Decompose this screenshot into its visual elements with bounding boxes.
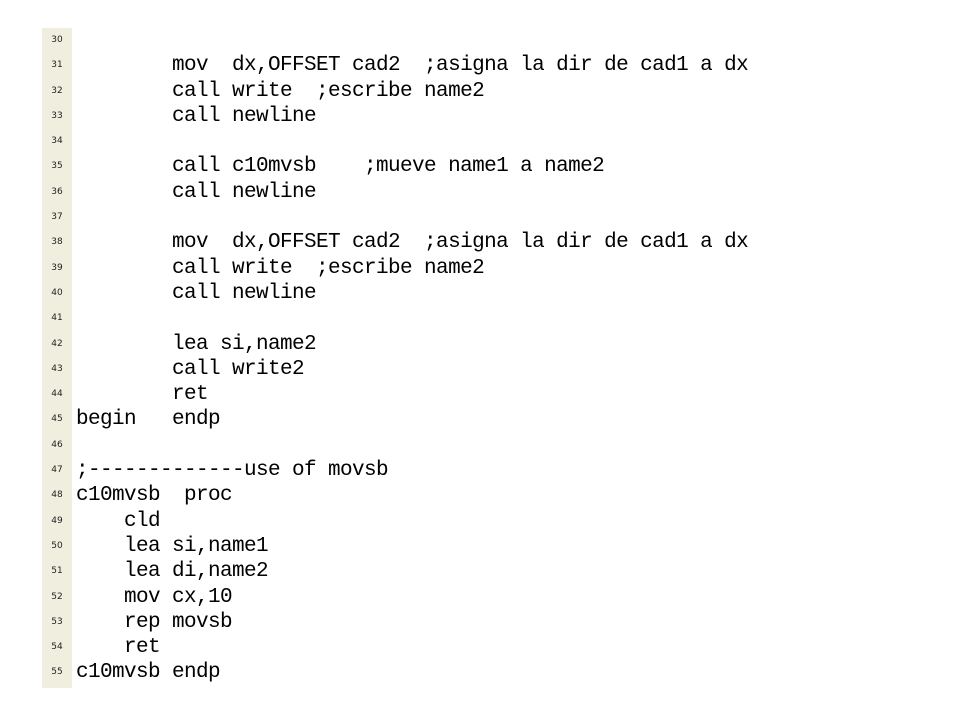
line-number: 40 xyxy=(51,287,63,298)
code-line[interactable]: 49 cld xyxy=(42,509,920,534)
code-line[interactable]: 50 lea si,name1 xyxy=(42,534,920,559)
line-number: 34 xyxy=(51,136,63,147)
code-text[interactable]: call c10mvsb ;mueve name1 a name2 xyxy=(76,155,605,179)
code-text[interactable]: cld xyxy=(76,509,161,533)
code-line[interactable]: 32 call write ;escribe name2 xyxy=(42,79,920,104)
code-line[interactable]: 51 lea di,name2 xyxy=(42,559,920,584)
code-text[interactable]: lea si,name2 xyxy=(76,332,317,356)
line-number: 33 xyxy=(51,110,63,121)
line-number: 47 xyxy=(51,465,63,476)
line-number: 55 xyxy=(51,667,63,678)
line-number: 39 xyxy=(51,262,63,273)
line-number: 41 xyxy=(51,313,63,324)
code-line[interactable]: 47 ;-------------use of movsb xyxy=(42,458,920,483)
code-text[interactable]: c10mvsb endp xyxy=(76,661,221,685)
code-text[interactable]: call newline xyxy=(76,104,317,128)
line-number: 37 xyxy=(51,212,63,223)
code-line[interactable]: 31 mov dx,OFFSET cad2 ;asigna la dir de … xyxy=(42,53,920,78)
code-line[interactable]: 55 c10mvsb endp xyxy=(42,660,920,685)
code-line[interactable]: 39 call write ;escribe name2 xyxy=(42,256,920,281)
code-text[interactable]: rep movsb xyxy=(76,610,233,634)
line-number: 48 xyxy=(51,490,63,501)
code-text[interactable]: ;-------------use of movsb xyxy=(76,459,389,483)
line-number: 51 xyxy=(51,566,63,577)
code-text[interactable]: call newline xyxy=(76,281,317,305)
line-number: 36 xyxy=(51,186,63,197)
code-line[interactable]: 53 rep movsb xyxy=(42,610,920,635)
code-line[interactable]: 40 call newline xyxy=(42,281,920,306)
code-line[interactable]: 30 xyxy=(42,28,920,53)
code-line[interactable]: 37 xyxy=(42,205,920,230)
code-line[interactable]: 38 mov dx,OFFSET cad2 ;asigna la dir de … xyxy=(42,230,920,255)
code-editor[interactable]: 30 31 mov dx,OFFSET cad2 ;asigna la dir d… xyxy=(42,28,920,688)
line-number: 32 xyxy=(51,85,63,96)
code-text[interactable]: mov dx,OFFSET cad2 ;asigna la dir de cad… xyxy=(76,54,749,78)
line-number: 54 xyxy=(51,642,63,653)
code-text[interactable]: call write ;escribe name2 xyxy=(76,256,485,280)
line-number: 43 xyxy=(51,363,63,374)
code-text[interactable]: call newline xyxy=(76,180,317,204)
line-number: 49 xyxy=(51,515,63,526)
code-line[interactable]: 43 call write2 xyxy=(42,357,920,382)
code-text[interactable]: c10mvsb proc xyxy=(76,484,233,508)
code-text[interactable]: ret xyxy=(76,636,161,660)
code-line[interactable]: 33 call newline xyxy=(42,104,920,129)
code-text[interactable]: ret xyxy=(76,383,209,407)
code-line[interactable]: 41 xyxy=(42,306,920,331)
line-number: 50 xyxy=(51,540,63,551)
code-line[interactable]: 46 xyxy=(42,433,920,458)
line-number: 53 xyxy=(51,616,63,627)
line-number: 38 xyxy=(51,237,63,248)
line-number: 30 xyxy=(51,35,63,45)
line-number-gutter xyxy=(42,28,72,688)
line-number: 46 xyxy=(51,439,63,450)
code-line[interactable]: 45 begin endp xyxy=(42,407,920,432)
code-line[interactable]: 52 mov cx,10 xyxy=(42,585,920,610)
code-line[interactable]: 42 lea si,name2 xyxy=(42,332,920,357)
code-text[interactable]: call write2 xyxy=(76,357,305,381)
line-number: 42 xyxy=(51,338,63,349)
line-number: 52 xyxy=(51,591,63,602)
code-text[interactable]: begin endp xyxy=(76,408,221,432)
code-line[interactable]: 34 xyxy=(42,129,920,154)
code-line[interactable]: 54 ret xyxy=(42,635,920,660)
code-text[interactable]: call write ;escribe name2 xyxy=(76,79,485,103)
line-number: 31 xyxy=(51,60,63,71)
code-text[interactable]: lea di,name2 xyxy=(76,560,269,584)
code-text[interactable]: mov cx,10 xyxy=(76,585,233,609)
code-line[interactable]: 35 call c10mvsb ;mueve name1 a name2 xyxy=(42,154,920,179)
code-lines: 30 31 mov dx,OFFSET cad2 ;asigna la dir d… xyxy=(42,28,920,686)
code-line[interactable]: 36 call newline xyxy=(42,180,920,205)
code-line[interactable]: 44 ret xyxy=(42,382,920,407)
code-text[interactable]: mov dx,OFFSET cad2 ;asigna la dir de cad… xyxy=(76,231,749,255)
code-line[interactable]: 48 c10mvsb proc xyxy=(42,483,920,508)
line-number: 35 xyxy=(51,161,63,172)
line-number: 45 xyxy=(51,414,63,425)
line-number: 44 xyxy=(51,389,63,400)
code-text[interactable]: lea si,name1 xyxy=(76,534,269,558)
